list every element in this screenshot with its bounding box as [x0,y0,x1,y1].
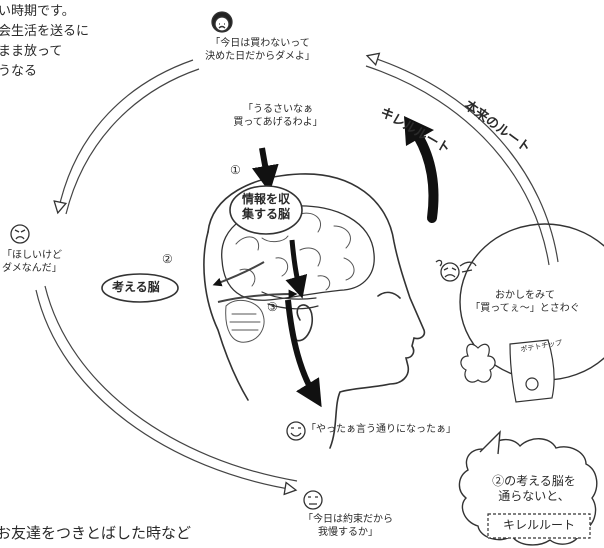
mother-gives-in-quote: 「うるさいなぁ 買ってあげるわよ」 [233,104,323,128]
kireru-box-label: キレルルート [502,518,575,532]
top-face-quote: 「今日は買わないって 決めた日だからダメよ」 [205,38,315,62]
cloud-tail [479,430,501,455]
left-face-quote: 「ほしいけど ダメなんだ」 [2,250,62,274]
info-brain-label: 情報を収 集する脳 [241,192,290,221]
frowning-face-icon [211,11,233,33]
top-left-text-4: うなる [0,64,38,79]
kireru-output-arrow [285,299,322,408]
info-arrow-1 [252,147,279,193]
info-arrow-info-to-3 [285,239,308,299]
top-left-text-1: い時期です。 [0,4,75,19]
step-2-number: ② [162,252,173,266]
happy-face-quote: 「やったぁ言う通りになったぁ」 [306,424,456,435]
cloud-text: ②の考える脳を 通らないと、 [492,474,576,503]
head-outline [207,173,426,449]
bottom-face-quote: 「今日は約束だから 我慢するか」 [303,514,393,538]
arrow-to-thinking-brain [212,261,265,287]
crying-face-icon [435,259,477,282]
info-brain-bubble [229,185,303,235]
top-left-text-3: まま放って [0,44,63,59]
back-of-head [203,231,249,401]
kireru-route-arrow [404,116,439,223]
smiling-face-icon [286,421,306,441]
candy-icon [460,343,496,383]
thinking-brain-bubble [101,273,179,303]
bottom-left-text: お友達をつきとばした時など [0,524,192,542]
arrow-left-to-bottom [35,285,297,490]
top-left-text-2: 会生活を送るに [0,24,90,39]
cerebellum [225,299,265,343]
eye [377,291,401,299]
arrow-from-thinking-brain [217,289,298,303]
arrow-top-to-left [58,59,200,214]
child-caption: おかしをみて 「買ってぇ〜」とさわぐ [470,290,580,314]
frowning-face-icon [10,224,30,244]
outer-cycle-arrows [35,56,559,490]
step-1-number: ① [230,163,241,177]
brain-stem [261,291,319,310]
thinking-brain-label: 考える脳 [112,280,160,294]
ear [295,304,314,342]
snack-bag-icon [509,339,555,403]
step-3-number: ③ [267,300,278,314]
arrow-child-to-top [366,56,559,266]
kireru-box-outline [487,513,591,539]
calm-face-icon [303,490,323,510]
